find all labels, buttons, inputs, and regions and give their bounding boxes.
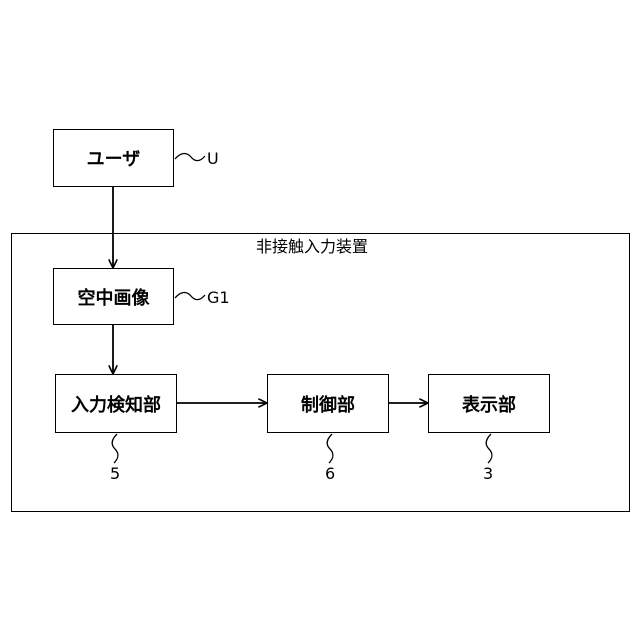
aerial-image-box: 空中画像 — [53, 268, 174, 325]
display-label: 表示部 — [462, 391, 516, 417]
user-box: ユーザ — [53, 129, 174, 187]
ref-label-user: U — [207, 151, 219, 167]
device-title: 非接触入力装置 — [256, 239, 368, 255]
controller-label: 制御部 — [301, 391, 355, 417]
ref-label-input-detector: 5 — [110, 466, 120, 482]
aerial-image-label: 空中画像 — [78, 284, 150, 310]
input-detector-label: 入力検知部 — [71, 391, 161, 417]
leader-user — [175, 153, 205, 160]
controller-box: 制御部 — [267, 374, 389, 433]
input-detector-box: 入力検知部 — [55, 374, 177, 433]
ref-label-display: 3 — [483, 466, 493, 482]
ref-label-aerial-image: G1 — [207, 290, 230, 306]
user-label: ユーザ — [87, 145, 141, 171]
display-box: 表示部 — [428, 374, 550, 433]
ref-label-controller: 6 — [325, 466, 335, 482]
